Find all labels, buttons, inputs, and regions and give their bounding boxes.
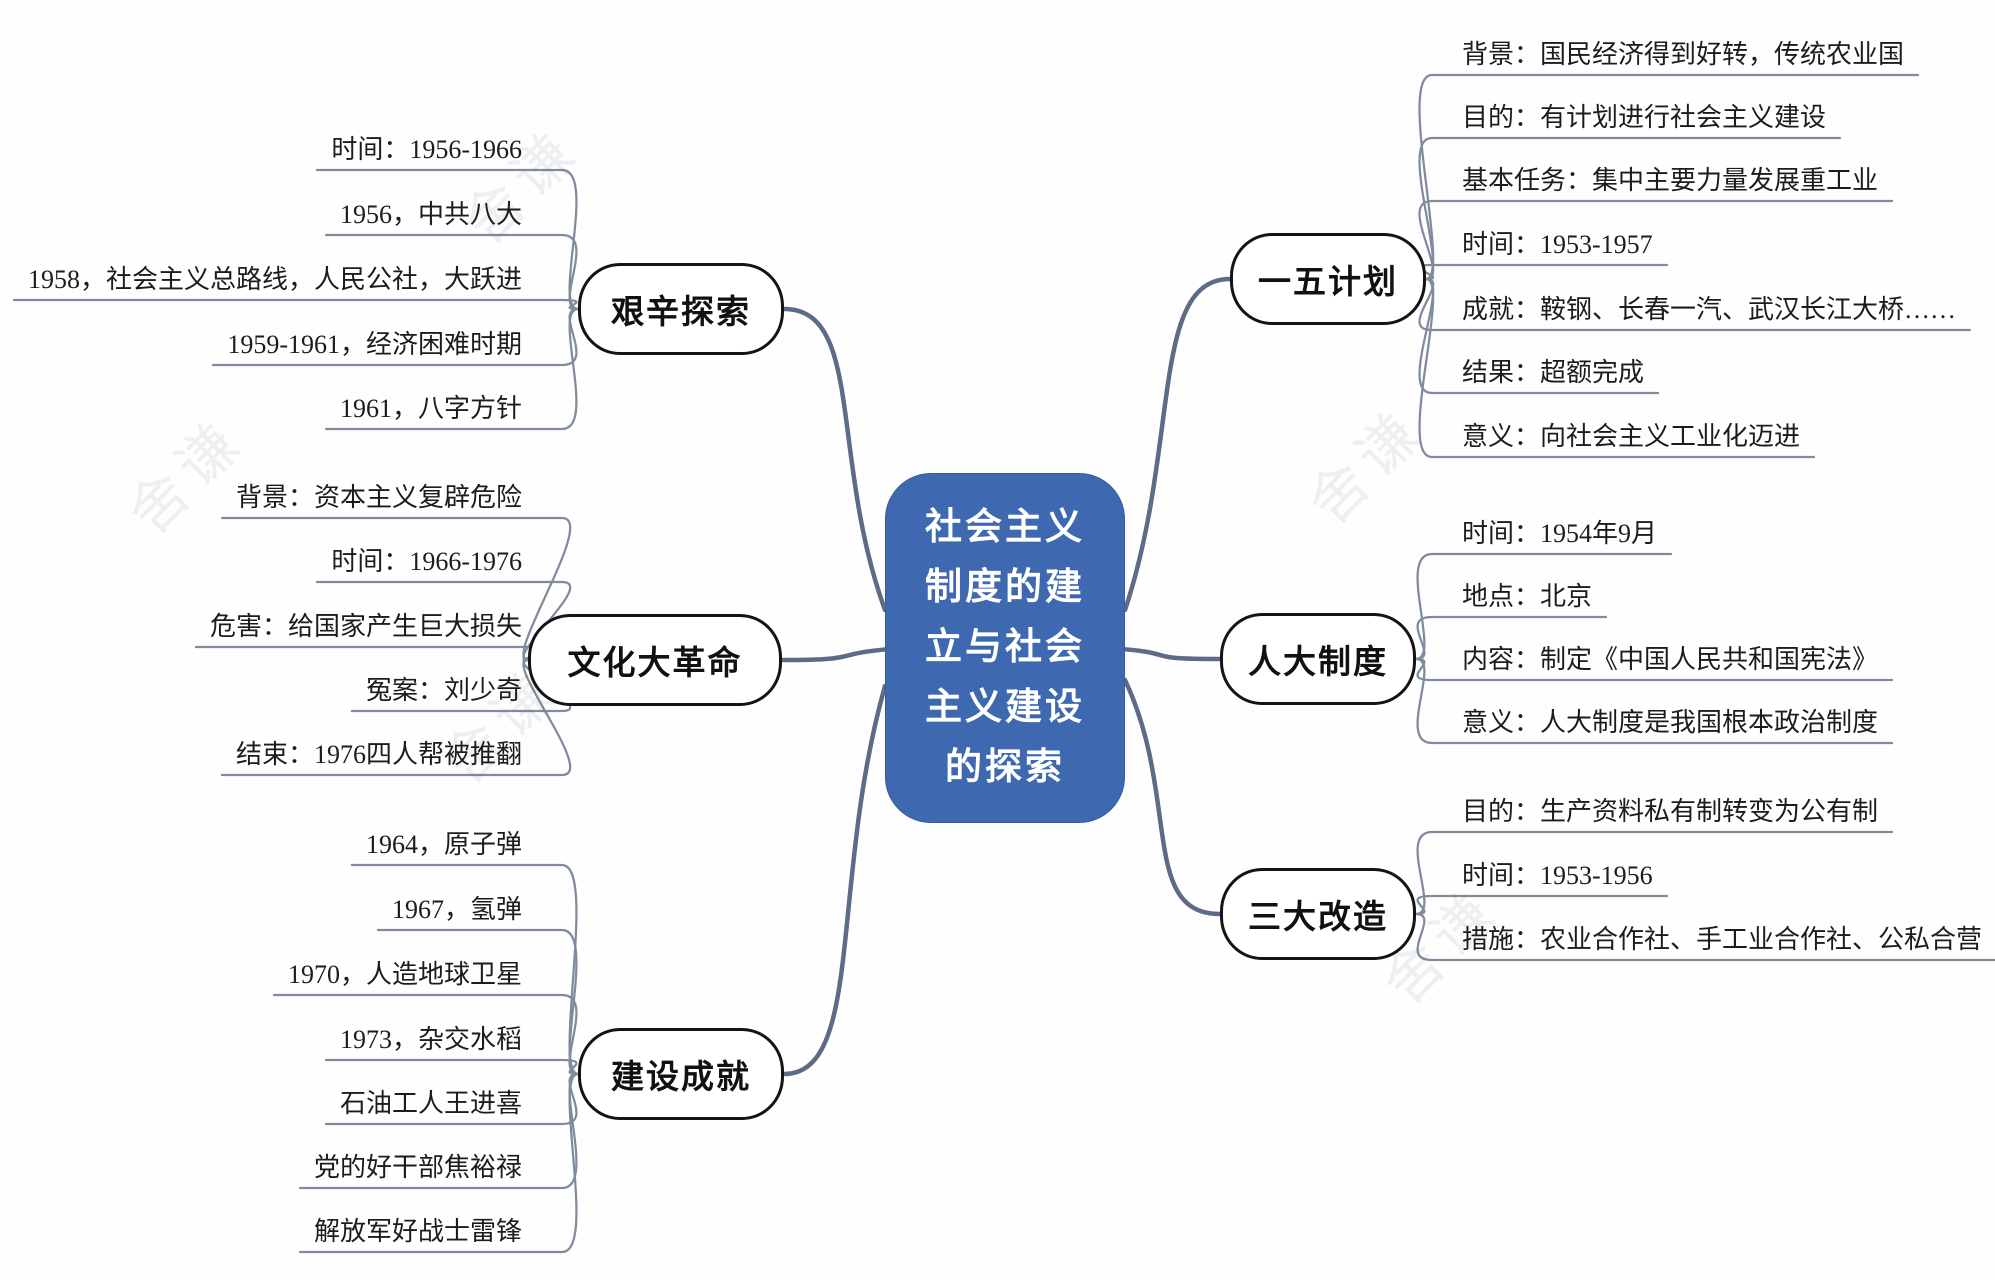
branch-node-first-five-year-plan[interactable]: 一五计划 [1230, 233, 1426, 325]
branch-node-three-transformations[interactable]: 三大改造 [1220, 868, 1416, 960]
leaf-item[interactable]: 党的好干部焦裕禄 [313, 1153, 522, 1182]
leaf-item[interactable]: 1973，杂交水稻 [339, 1025, 522, 1054]
leaf-item[interactable]: 石油工人王进喜 [339, 1089, 522, 1118]
leaf-item[interactable]: 冤案：刘少奇 [365, 676, 522, 705]
leaf-item[interactable]: 时间：1956-1966 [331, 135, 522, 164]
branch-node-peoples-congress-system[interactable]: 人大制度 [1220, 613, 1416, 705]
leaf-item[interactable]: 解放军好战士雷锋 [313, 1217, 522, 1246]
leaf-item[interactable]: 1970，人造地球卫星 [287, 960, 522, 989]
branch-label: 文化大革命 [567, 646, 743, 682]
central-topic-node[interactable]: 社会主义制度的建立与社会主义建设的探索 [885, 473, 1125, 823]
leaf-item[interactable]: 时间：1966-1976 [331, 547, 522, 576]
branch-node-arduous-exploration[interactable]: 艰辛探索 [578, 263, 784, 355]
leaf-item[interactable]: 结束：1976四人帮被推翻 [235, 740, 522, 769]
leaf-item[interactable]: 意义：人大制度是我国根本政治制度 [1462, 708, 1879, 737]
leaf-item[interactable]: 背景：国民经济得到好转，传统农业国 [1462, 40, 1905, 69]
leaf-item[interactable]: 成就：鞍钢、长春一汽、武汉长江大桥…… [1462, 295, 1957, 324]
branch-label: 建设成就 [611, 1060, 751, 1096]
leaf-item[interactable]: 目的：有计划进行社会主义建设 [1462, 103, 1827, 132]
leaf-item[interactable]: 时间：1953-1956 [1462, 861, 1653, 890]
leaf-item[interactable]: 1958，社会主义总路线，人民公社，大跃进 [27, 265, 522, 294]
branch-label: 艰辛探索 [611, 295, 751, 331]
leaf-item[interactable]: 结果：超额完成 [1462, 358, 1645, 387]
branch-node-construction-achievements[interactable]: 建设成就 [578, 1028, 784, 1120]
leaf-item[interactable]: 背景：资本主义复辟危险 [235, 483, 522, 512]
leaf-item[interactable]: 目的：生产资料私有制转变为公有制 [1462, 797, 1879, 826]
branch-node-cultural-revolution[interactable]: 文化大革命 [528, 614, 782, 706]
branch-label: 人大制度 [1248, 645, 1388, 681]
branch-label: 三大改造 [1248, 900, 1388, 936]
leaf-item[interactable]: 时间：1954年9月 [1462, 519, 1658, 548]
branch-label: 一五计划 [1258, 265, 1398, 301]
leaf-item[interactable]: 1956，中共八大 [339, 200, 522, 229]
leaf-item[interactable]: 措施：农业合作社、手工业合作社、公私合营 [1462, 925, 1983, 954]
leaf-item[interactable]: 时间：1953-1957 [1462, 230, 1653, 259]
leaf-item[interactable]: 意义：向社会主义工业化迈进 [1462, 422, 1801, 451]
leaf-item[interactable]: 危害：给国家产生巨大损失 [209, 612, 522, 641]
central-topic-title: 社会主义制度的建立与社会主义建设的探索 [925, 507, 1085, 788]
leaf-item[interactable]: 1967，氢弹 [391, 895, 522, 924]
leaf-item[interactable]: 1959-1961，经济困难时期 [227, 330, 522, 359]
leaf-item[interactable]: 地点：北京 [1462, 582, 1593, 611]
leaf-item[interactable]: 内容：制定《中国人民共和国宪法》 [1462, 645, 1879, 674]
leaf-item[interactable]: 基本任务：集中主要力量发展重工业 [1462, 166, 1879, 195]
leaf-item[interactable]: 1961，八字方针 [339, 394, 522, 423]
leaf-item[interactable]: 1964，原子弹 [365, 830, 522, 859]
